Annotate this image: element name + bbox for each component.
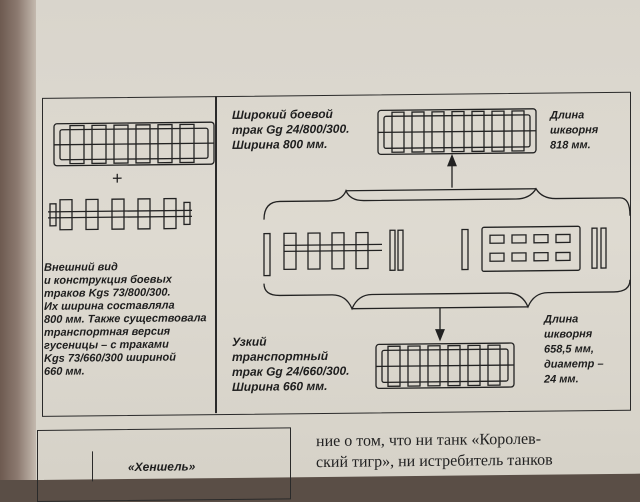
wide-track-diagram (377, 108, 537, 156)
left-assembled-track (53, 121, 215, 167)
book-page: «Хеншель» Внешний вид и конструкция боев… (36, 0, 640, 502)
middle-left-track-parts (263, 229, 404, 277)
track-diagrams (48, 108, 631, 390)
middle-right-track-parts (461, 225, 607, 272)
narrow-track-diagram (375, 342, 515, 390)
left-track-link (48, 197, 192, 231)
